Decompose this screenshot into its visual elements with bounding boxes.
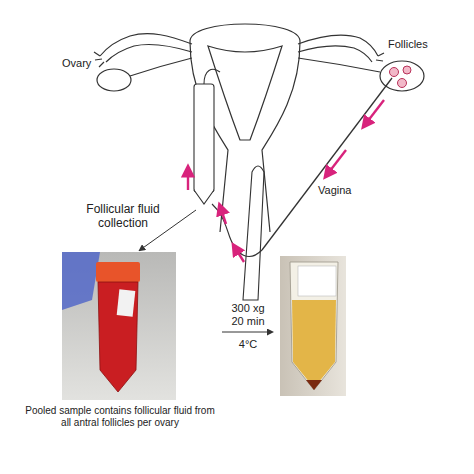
photo-caption: Pooled sample contains follicular fluid … — [22, 405, 218, 429]
collection-tube — [194, 69, 220, 204]
process-parameter: 20 min — [226, 315, 270, 328]
part-label: Follicles — [388, 38, 428, 51]
uterus-drawing — [94, 24, 424, 232]
ultrasound-probe — [243, 166, 264, 300]
photo-red-sample — [62, 252, 176, 400]
process-parameter: 300 xg — [226, 302, 270, 315]
part-label: Follicular fluid collection — [64, 202, 182, 230]
photo-yellow-supernatant — [280, 256, 346, 396]
part-label: Vagina — [318, 184, 351, 197]
aspiration-needle — [262, 78, 392, 250]
process-arrow — [222, 332, 272, 333]
flow-arrows — [188, 100, 384, 262]
process-parameter: 4°C — [226, 338, 270, 351]
follicles — [390, 66, 412, 88]
part-label: Ovary — [62, 57, 91, 70]
